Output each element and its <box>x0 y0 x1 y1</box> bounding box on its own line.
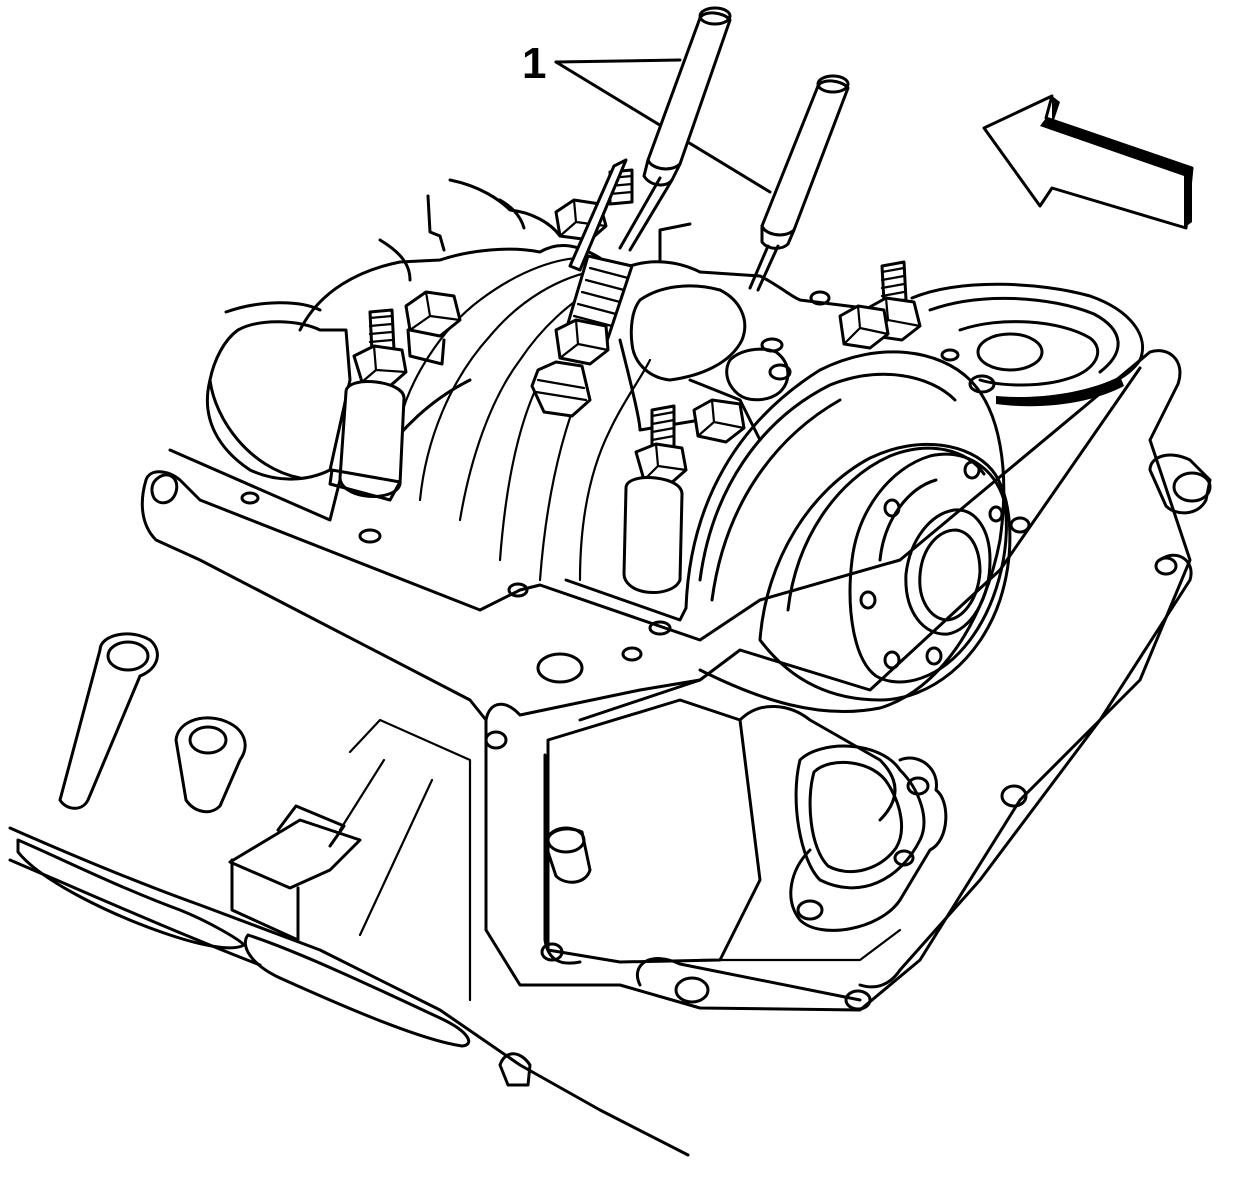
pulley-upper-right <box>910 282 1145 407</box>
stud-and-nut-right <box>838 260 922 350</box>
alignment-pin-right <box>748 74 850 292</box>
oil-pump-housing <box>789 744 948 932</box>
arrow-left-icon <box>982 94 1194 230</box>
cover-dowel-pins <box>544 453 1212 884</box>
engine-block-left <box>8 718 690 1157</box>
callout-label-1: 1 <box>522 39 546 88</box>
stud-and-nut-center <box>622 404 688 594</box>
bolt-head-center <box>692 398 746 444</box>
front-cover-outline <box>140 349 1193 1012</box>
stud-with-guide-pin-left <box>530 158 634 418</box>
stud-and-nut-left <box>328 308 408 502</box>
timing-cover-body <box>168 178 882 622</box>
bolt-head-left <box>404 290 462 366</box>
crankshaft-hub <box>684 350 1012 714</box>
dowel-pin-left <box>58 632 247 814</box>
alignment-pin-left <box>618 6 732 252</box>
